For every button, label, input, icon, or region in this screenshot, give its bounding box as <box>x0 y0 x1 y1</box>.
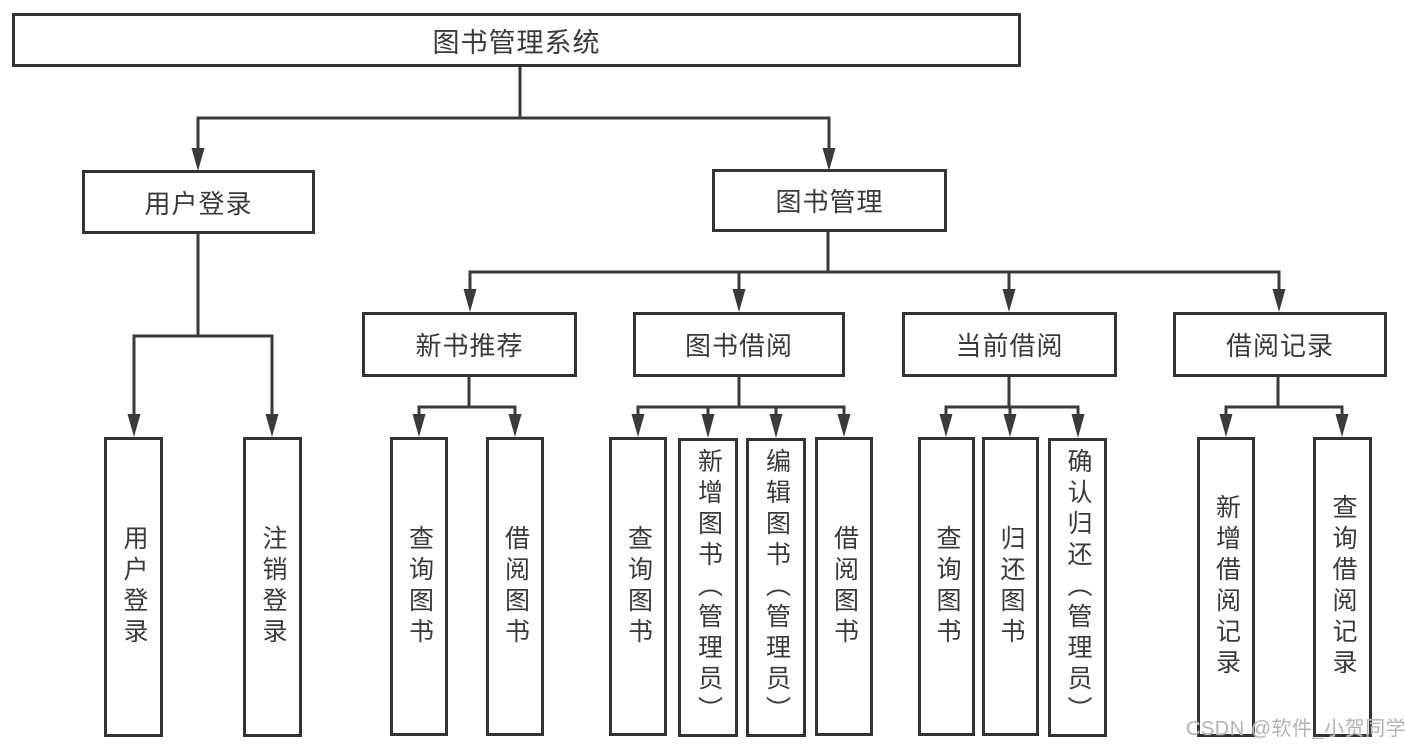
node-new-book-recommend: 新书推荐 <box>362 312 577 377</box>
node-label: 借阅图书 <box>501 524 530 649</box>
node-user-login: 用户登录 <box>82 170 315 234</box>
connector-root-to-level2 <box>191 66 836 171</box>
node-label: 借阅图书 <box>830 524 859 649</box>
connector-new-book-children <box>412 377 522 437</box>
node-label: 图书管理系统 <box>432 27 601 58</box>
connector-book-management-children <box>463 232 1286 312</box>
leaf-borrow-books-2: 借阅图书 <box>815 437 873 736</box>
connector-book-borrow-children <box>631 377 851 438</box>
leaf-query-books-2: 查询图书 <box>609 437 667 736</box>
leaf-edit-books-admin: 编辑图书（管理员） <box>746 438 806 737</box>
node-label: 查询借阅记录 <box>1329 494 1357 680</box>
leaf-query-books-3: 查询图书 <box>918 437 975 736</box>
node-label: 确认归还（管理员） <box>1064 448 1092 727</box>
connector-borrow-records-children <box>1219 377 1349 437</box>
node-label: 查询图书 <box>624 524 653 649</box>
node-label: 用户登录 <box>144 188 253 219</box>
node-book-management: 图书管理 <box>712 169 947 232</box>
node-label: 编辑图书（管理员） <box>762 448 791 727</box>
connector-current-borrow-children <box>939 377 1085 438</box>
node-label: 新增借阅记录 <box>1212 494 1241 680</box>
connector-user-login-children <box>127 234 279 437</box>
leaf-query-borrow-record: 查询借阅记录 <box>1313 437 1372 737</box>
node-root-library-system: 图书管理系统 <box>12 13 1021 67</box>
node-book-borrow: 图书借阅 <box>633 312 845 377</box>
leaf-user-login: 用户登录 <box>104 437 163 737</box>
node-label: 用户登录 <box>120 525 148 649</box>
node-label: 当前借阅 <box>955 331 1064 361</box>
leaf-add-borrow-record: 新增借阅记录 <box>1197 437 1255 737</box>
leaf-query-books-1: 查询图书 <box>390 437 448 736</box>
node-label: 图书管理 <box>775 187 884 217</box>
node-label: 查询图书 <box>405 524 434 649</box>
leaf-add-books-admin: 新增图书（管理员） <box>678 438 738 737</box>
node-current-borrow: 当前借阅 <box>902 312 1117 377</box>
node-label: 借阅记录 <box>1225 331 1334 361</box>
node-label: 归还图书 <box>997 524 1025 649</box>
csdn-watermark: CSDN @软件_小贺同学 <box>1186 718 1405 740</box>
node-label: 注销登录 <box>259 525 287 649</box>
leaf-confirm-return-admin: 确认归还（管理员） <box>1048 438 1107 737</box>
leaf-logout: 注销登录 <box>243 437 302 737</box>
node-label: 查询图书 <box>933 524 961 649</box>
node-label: 新增图书（管理员） <box>694 448 723 727</box>
node-borrow-records: 借阅记录 <box>1173 312 1387 377</box>
leaf-borrow-books-1: 借阅图书 <box>486 437 544 736</box>
leaf-return-books: 归还图书 <box>982 437 1039 736</box>
node-label: 新书推荐 <box>415 331 524 361</box>
node-label: 图书借阅 <box>684 331 793 361</box>
